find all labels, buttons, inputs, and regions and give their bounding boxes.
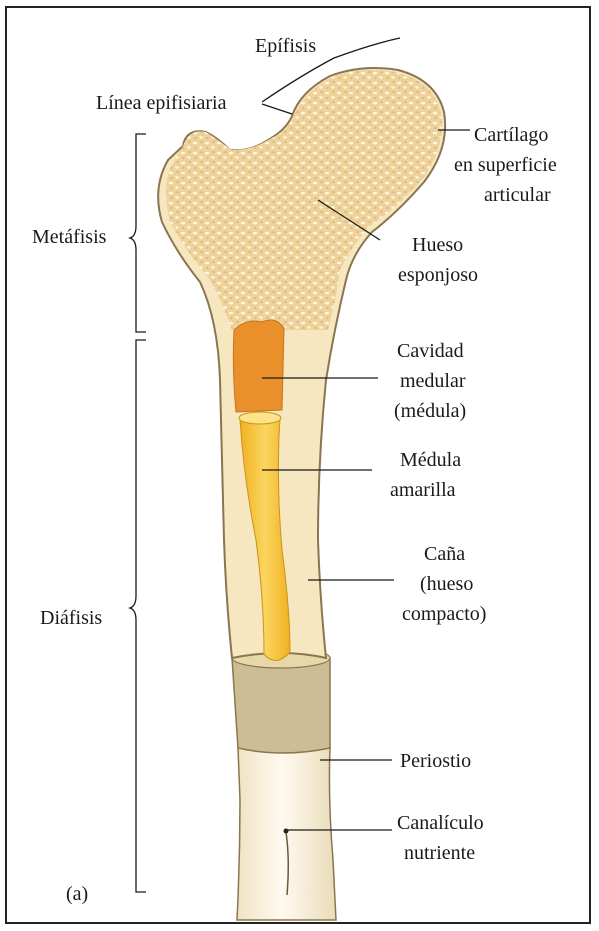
label-periostio: Periostio xyxy=(400,750,471,772)
figure-tag: (a) xyxy=(66,883,88,905)
label-medula-amarilla-2: amarilla xyxy=(390,479,456,501)
label-cartilago-3: articular xyxy=(484,184,551,206)
marrow-cavity xyxy=(233,320,284,412)
label-cartilago-2: en superficie xyxy=(454,154,557,176)
label-linea-epifisiaria: Línea epifisiaria xyxy=(96,92,227,114)
label-hueso-esponjoso-2: esponjoso xyxy=(398,264,478,286)
label-cavidad-1: Cavidad xyxy=(397,340,464,362)
label-epifisis: Epífisis xyxy=(255,35,316,57)
label-hueso-esponjoso-1: Hueso xyxy=(412,234,463,256)
label-cana-3: compacto) xyxy=(402,603,486,625)
label-cana-2: (hueso xyxy=(420,573,473,595)
label-cartilago-1: Cartílago xyxy=(474,124,548,146)
label-canaliculo-1: Canalículo xyxy=(397,812,484,834)
label-metafisis: Metáfisis xyxy=(32,226,107,248)
label-cavidad-3: (médula) xyxy=(394,400,466,422)
label-cana-1: Caña xyxy=(424,543,465,565)
label-cavidad-2: medular xyxy=(400,370,466,392)
label-diafisis: Diáfisis xyxy=(40,607,102,629)
label-medula-amarilla-1: Médula xyxy=(400,449,461,471)
label-canaliculo-2: nutriente xyxy=(404,842,475,864)
